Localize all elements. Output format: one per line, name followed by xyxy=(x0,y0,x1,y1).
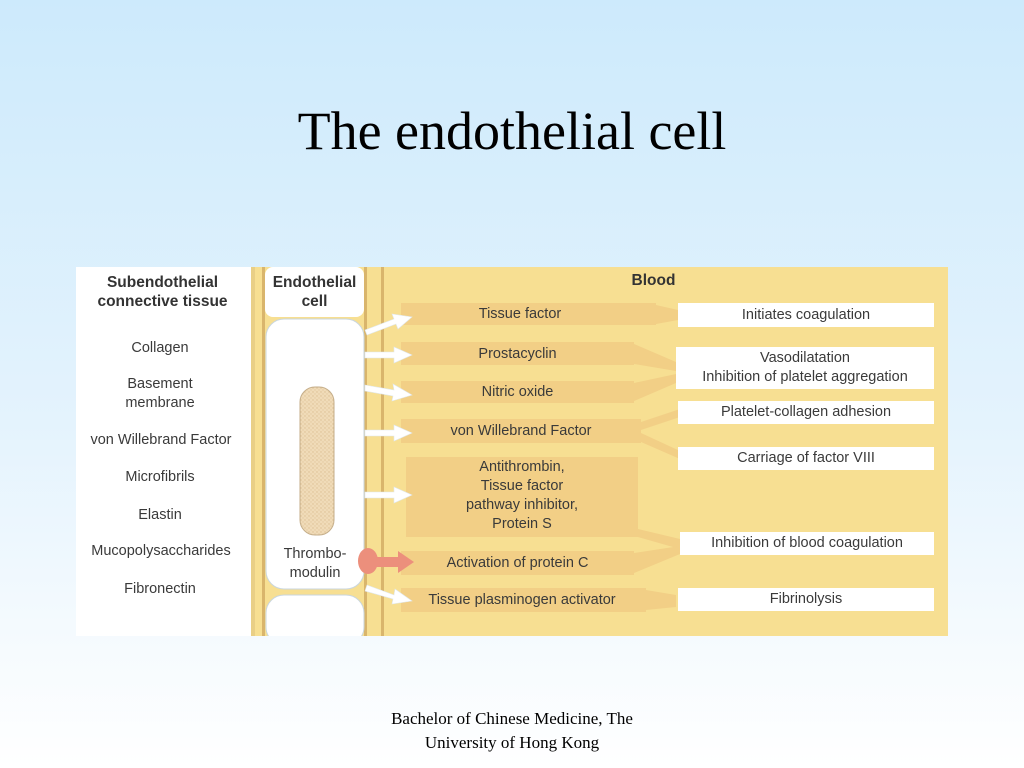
cell-right-border xyxy=(364,267,367,636)
component-elastin: Elastin xyxy=(138,507,182,523)
factor-protein-c: Activation of protein C xyxy=(446,555,589,571)
connector-vwf-up xyxy=(641,409,680,430)
effect-factor-viii-text: Carriage of factor VIII xyxy=(737,450,875,466)
band-protein-c xyxy=(401,551,634,575)
thrombomodulin-line2: modulin xyxy=(289,565,341,581)
effect-inhibition: Inhibition of blood coagulation xyxy=(680,532,934,555)
thrombomodulin-receptor xyxy=(358,548,378,574)
cell-left-border xyxy=(262,267,265,636)
arrow-nitric-oxide xyxy=(364,383,413,402)
effect-inhibition-text: Inhibition of blood coagulation xyxy=(711,535,903,551)
thrombomodulin-label: Thrombo- modulin xyxy=(272,545,358,583)
band-tissue-factor xyxy=(401,303,656,325)
band-vwf xyxy=(401,419,641,443)
next-cell-body xyxy=(265,594,365,636)
effect-factor-viii: Carriage of factor VIII xyxy=(678,447,934,470)
factor-nitric-oxide: Nitric oxide xyxy=(481,384,554,400)
header-blood: Blood xyxy=(631,272,676,289)
effect-vasodilatation-line1: Vasodilatation xyxy=(759,350,851,366)
effect-fibrinolysis: Fibrinolysis xyxy=(678,588,934,611)
arrow-tpa xyxy=(364,584,413,605)
diagram-graphics xyxy=(76,267,948,636)
header-endothelial-cell: Endothelial cell xyxy=(265,273,364,311)
connector-prostacyclin xyxy=(634,344,676,371)
connector-nitric-oxide xyxy=(634,374,676,401)
component-microfibrils: Microfibrils xyxy=(125,469,195,485)
header-endothelial-line1: Endothelial xyxy=(272,274,357,291)
arrow-vwf xyxy=(364,424,413,442)
header-subendothelial-line1: Subendothelial xyxy=(106,274,219,291)
factor-antithrombin-line4: Protein S xyxy=(492,516,552,532)
connector-tpa xyxy=(646,590,676,610)
effect-coagulation-text: Initiates coagulation xyxy=(741,306,871,323)
band-tpa xyxy=(401,588,646,612)
factor-prostacyclin: Prostacyclin xyxy=(478,346,557,362)
connective-tissue-panel xyxy=(76,267,251,636)
component-mucopolysaccharides: Mucopolysaccharides xyxy=(91,543,231,559)
footer: Bachelor of Chinese Medicine, The Univer… xyxy=(312,707,712,755)
component-membrane: membrane xyxy=(125,395,195,411)
arrow-prostacyclin xyxy=(364,346,413,364)
factor-tpa: Tissue plasminogen activator xyxy=(428,592,616,608)
connector-protein-c xyxy=(634,546,680,573)
connector-tissue-factor xyxy=(656,305,678,324)
effect-fibrinolysis-text: Fibrinolysis xyxy=(769,591,843,607)
component-collagen: Collagen xyxy=(131,340,189,356)
footer-line2: University of Hong Kong xyxy=(424,733,600,752)
effect-vasodilatation-line2: Inhibition of platelet aggregation xyxy=(702,369,908,385)
connector-vwf-down xyxy=(641,433,680,459)
header-endothelial-line2: cell xyxy=(301,293,328,310)
header-subendothelial: Subendothelial connective tissue xyxy=(80,273,245,311)
thrombomodulin-line1: Thrombo- xyxy=(283,546,347,562)
factor-antithrombin-line3: pathway inhibitor, xyxy=(465,497,579,513)
arrow-tissue-factor xyxy=(364,313,413,336)
slide-title: The endothelial cell xyxy=(297,101,727,161)
factor-tissue-factor: Tissue factor xyxy=(478,306,562,322)
arrow-antithrombin xyxy=(364,486,413,504)
factor-vwf: von Willebrand Factor xyxy=(450,423,592,439)
connector-antithrombin xyxy=(638,529,680,549)
effect-vasodilatation: Vasodilatation Inhibition of platelet ag… xyxy=(676,347,934,389)
membrane-line xyxy=(381,267,384,636)
component-vwf: von Willebrand Factor xyxy=(90,432,232,448)
nucleus xyxy=(299,386,335,536)
panel-divider xyxy=(251,267,255,636)
footer-line1: Bachelor of Chinese Medicine, The xyxy=(391,709,633,728)
effect-adhesion-text: Platelet-collagen adhesion xyxy=(720,404,892,420)
effect-adhesion: Platelet-collagen adhesion xyxy=(678,401,934,424)
factor-antithrombin-line2: Tissue factor xyxy=(480,478,564,494)
component-fibronectin: Fibronectin xyxy=(124,581,196,597)
band-antithrombin xyxy=(406,457,638,537)
cell-header-box xyxy=(265,267,364,317)
factor-antithrombin-line1: Antithrombin, xyxy=(479,459,565,475)
header-subendothelial-line2: connective tissue xyxy=(97,293,228,310)
component-basement: Basement xyxy=(127,376,193,392)
arrow-protein-c xyxy=(374,551,414,573)
effect-coagulation: Initiates coagulation xyxy=(678,303,934,327)
factor-antithrombin: Antithrombin, Tissue factor pathway inhi… xyxy=(406,458,638,534)
endothelial-diagram: Subendothelial connective tissue Endothe… xyxy=(76,267,948,636)
band-prostacyclin xyxy=(401,342,634,365)
band-nitric-oxide xyxy=(401,381,634,403)
